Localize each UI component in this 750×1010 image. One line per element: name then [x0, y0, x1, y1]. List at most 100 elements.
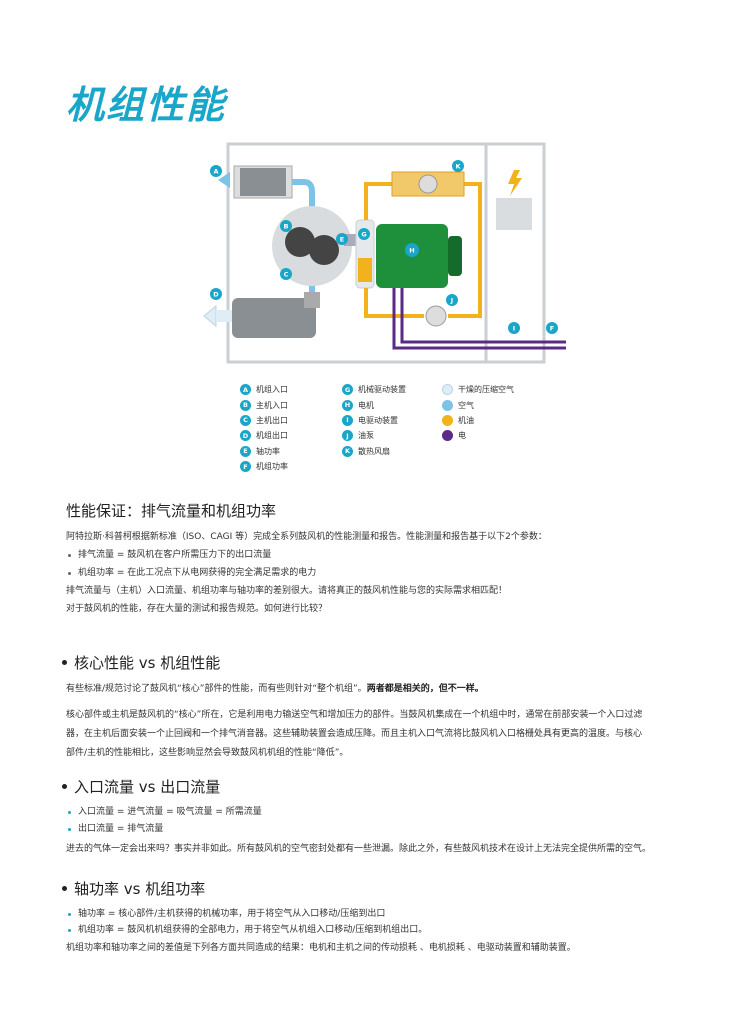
bullet-dot: [68, 553, 71, 557]
list-item: 轴功率 = 核心部件/主机获得的机械功率，用于将空气从入口移动/压缩到出口: [66, 906, 706, 922]
legend-label: 电机: [358, 400, 374, 410]
lightning-icon: [508, 170, 522, 196]
text-normal: 有些标准/规范讨论了鼓风机“核心”部件的性能，而有些则针对“整个机组”。: [66, 684, 367, 694]
marker-h: [405, 243, 419, 257]
legend-badge: J: [342, 430, 353, 442]
legend-item: F 机组功率: [240, 459, 288, 474]
bullet-text: 轴功率 = 核心部件/主机获得的机械功率，用于将空气从入口移动/压缩到出口: [78, 909, 386, 919]
bullet-dot: [68, 828, 71, 831]
bullet-dot: [68, 912, 71, 916]
legend-badge: E: [240, 445, 251, 457]
marker-b: [280, 220, 292, 232]
marker-h-label: H: [409, 247, 414, 255]
legend-column-2: G 机械驱动装置 H 电机 I 电驱动装置 J 油泵 K 散热风扇: [342, 382, 406, 459]
section3-line1: 进去的气体一定会出来吗？事实并非如此。所有鼓风机的空气密封处都有一些泄漏。除此之…: [66, 844, 652, 854]
marker-k: [452, 160, 464, 172]
swatch-air: [442, 399, 453, 411]
outlet-arrow-icon: [203, 304, 217, 328]
legend-label: 油泵: [358, 431, 374, 441]
legend-badge: C: [240, 414, 251, 426]
legend-label: 主机入口: [256, 400, 288, 410]
page-title: 机组性能: [66, 83, 227, 127]
legend-badge: D: [240, 430, 251, 442]
list-item: 入口流量 = 进气流量 = 吸气流量 = 所需流量: [66, 804, 706, 821]
section3-heading: 入口流量 vs 出口流量: [62, 776, 220, 797]
silencer: [232, 298, 316, 338]
section3-body: 入口流量 = 进气流量 = 吸气流量 = 所需流量 出口流量 = 排气流量 进去…: [66, 804, 706, 858]
legend-label: 电驱动装置: [358, 415, 398, 425]
legend-label: 主机出口: [256, 415, 288, 425]
marker-e-label: E: [340, 236, 344, 244]
marker-j: [446, 294, 458, 306]
section2-line1: 有些标准/规范讨论了鼓风机“核心”部件的性能，而有些则针对“整个机组”。两者都是…: [66, 680, 706, 698]
legend-item: 空气: [442, 397, 514, 412]
paragraph-line: 核心部件或主机是鼓风机的“核心”所在，它是利用电力输送空气和增加压力的部件。当鼓…: [66, 710, 643, 720]
legend-item: G 机械驱动装置: [342, 382, 406, 397]
legend-label: 空气: [458, 400, 474, 410]
marker-f: [546, 322, 558, 334]
legend-item: J 油泵: [342, 428, 406, 443]
marker-f-label: F: [550, 325, 554, 333]
legend-badge: G: [342, 384, 353, 396]
blower-unit-diagram: A B C D E F G H I J K: [203, 142, 566, 364]
legend-label: 机组入口: [256, 385, 288, 395]
legend-badge: I: [342, 414, 353, 426]
swatch-dry-air: [442, 384, 453, 396]
heading-text: 入口流量 vs 出口流量: [74, 778, 221, 796]
legend-badge: F: [240, 461, 251, 473]
legend-item: C 主机出口: [240, 413, 288, 428]
legend-column-3: 干燥的压缩空气 空气 机油 电: [442, 382, 514, 444]
marker-g: [358, 228, 370, 240]
section4-heading: 轴功率 vs 机组功率: [62, 878, 205, 899]
legend-item: K 散热风扇: [342, 444, 406, 459]
section2-paragraph: 核心部件或主机是鼓风机的“核心”所在，它是利用电力输送空气和增加压力的部件。当鼓…: [66, 706, 706, 763]
swatch-electricity: [442, 430, 453, 442]
swatch-oil: [442, 414, 453, 426]
marker-i: [508, 322, 520, 334]
bullet-text: 机组功率 = 鼓风机机组获得的全部电力，用于将空气从机组入口移动/压缩到机组出口…: [78, 925, 428, 935]
legend-item: I 电驱动装置: [342, 413, 406, 428]
legend-badge: H: [342, 399, 353, 411]
inlet-arrow-icon: [218, 172, 230, 188]
legend-label: 机组功率: [256, 462, 288, 472]
heading-text: 轴功率 vs 机组功率: [74, 880, 206, 898]
section1-line3: 对于鼓风机的性能，存在大量的测试和报告规范。如何进行比较？: [66, 604, 328, 614]
section1-body: 阿特拉斯·科普柯根据新标准（ISO、CAGI 等）完成全系列鼓风机的性能测量和报…: [66, 528, 706, 618]
legend-label: 机械驱动装置: [358, 385, 406, 395]
bullet-dot: [68, 928, 71, 932]
bullet-text: 机组功率 = 在此工况点下从电网获得的完全满足需求的电力: [78, 568, 317, 578]
legend-label: 干燥的压缩空气: [458, 385, 514, 395]
bullet-text: 排气流量 = 鼓风机在客户所需压力下的出口流量: [78, 550, 272, 560]
section4-line1: 机组功率和轴功率之间的差值是下列各方面共同造成的结果：电机和主机之间的传动损耗 …: [66, 943, 576, 953]
section2-body: 有些标准/规范讨论了鼓风机“核心”部件的性能，而有些则针对“整个机组”。两者都是…: [66, 680, 706, 698]
legend-item: 机油: [442, 413, 514, 428]
legend-badge: K: [342, 445, 353, 457]
marker-d: [210, 288, 222, 300]
marker-c-label: C: [284, 271, 289, 279]
legend-label: 机油: [458, 415, 474, 425]
section2-heading: 核心性能 vs 机组性能: [62, 652, 220, 673]
legend-item: H 电机: [342, 397, 406, 412]
legend-item: 干燥的压缩空气: [442, 382, 514, 397]
air-duct: [292, 179, 315, 208]
electrical-cabinet: [484, 142, 546, 364]
marker-a-label: A: [213, 168, 218, 176]
rotor-left: [285, 227, 315, 257]
legend-label: 机组出口: [256, 431, 288, 441]
section4-body: 轴功率 = 核心部件/主机获得的机械功率，用于将空气从入口移动/压缩到出口 机组…: [66, 906, 706, 956]
bullet-dot: [68, 811, 71, 814]
bullet-dot: [68, 571, 71, 575]
legend-label: 轴功率: [256, 446, 280, 456]
marker-c: [280, 268, 292, 280]
list-item: 机组功率 = 鼓风机机组获得的全部电力，用于将空气从机组入口移动/压缩到机组出口…: [66, 922, 706, 938]
legend-item: E 轴功率: [240, 444, 288, 459]
heading-bullet: [62, 660, 67, 665]
heading-bullet: [62, 886, 67, 891]
heading-bullet: [62, 784, 67, 789]
marker-k-label: K: [455, 163, 461, 171]
legend-label: 散热风扇: [358, 446, 390, 456]
bullet-text: 出口流量 = 排气流量: [78, 824, 164, 834]
